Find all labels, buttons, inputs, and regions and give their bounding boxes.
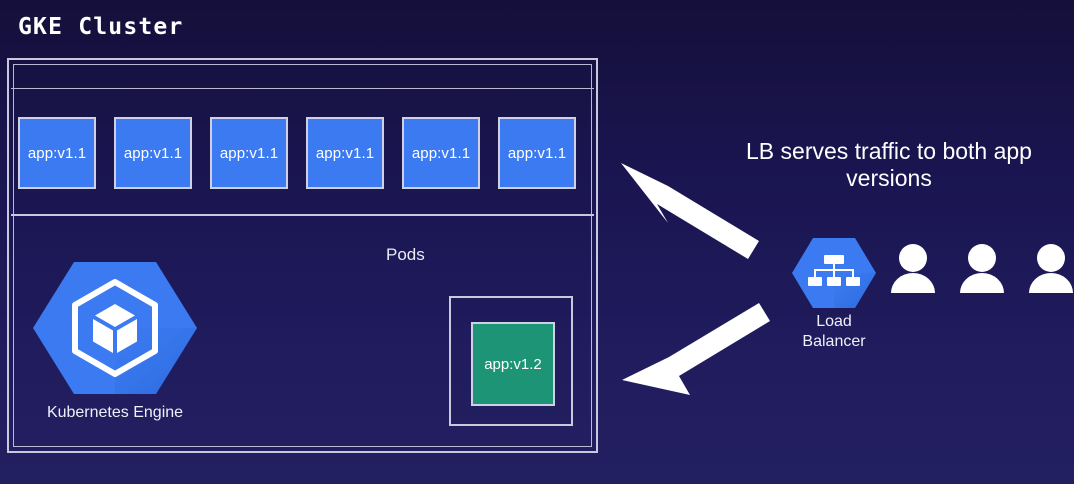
user-icon	[960, 244, 1004, 293]
pod-label: app:v1.1	[507, 144, 567, 162]
user-icon	[1029, 244, 1073, 293]
pods-band: app:v1.1 app:v1.1 app:v1.1 app:v1.1 app:…	[11, 88, 594, 216]
page-title: GKE Cluster	[18, 14, 184, 40]
lb-annotation: LB serves traffic to both app versions	[714, 138, 1064, 192]
load-balancer-label-line1: Load	[816, 313, 852, 330]
cluster-boundary	[7, 58, 598, 453]
pod-app-v1-1[interactable]: app:v1.1	[498, 117, 576, 189]
pods-row: app:v1.1 app:v1.1 app:v1.1 app:v1.1 app:…	[18, 117, 576, 189]
lb-annotation-line2: versions	[846, 165, 932, 192]
pod-app-v1-1[interactable]: app:v1.1	[210, 117, 288, 189]
pod-label: app:v1.1	[123, 144, 183, 162]
cluster-inner-boundary	[13, 64, 592, 447]
pod-label: app:v1.1	[27, 144, 87, 162]
pod-app-v1-1[interactable]: app:v1.1	[306, 117, 384, 189]
load-balancer-label-line2: Balancer	[802, 332, 866, 350]
arrow-to-v2-pod	[622, 303, 770, 395]
pod-app-v1-1[interactable]: app:v1.1	[114, 117, 192, 189]
kubernetes-engine-group: Kubernetes Engine	[20, 258, 210, 422]
pod-app-v1-2[interactable]: app:v1.2	[471, 322, 555, 406]
kubernetes-engine-label: Kubernetes Engine	[46, 404, 184, 421]
pod-app-v1-1[interactable]: app:v1.1	[18, 117, 96, 189]
pods-label: Pods	[386, 245, 425, 264]
load-balancer-hexagon-icon[interactable]	[792, 236, 876, 310]
pod-label: app:v1.1	[315, 144, 375, 162]
kubernetes-engine-hexagon-icon	[33, 262, 197, 394]
users-group	[889, 243, 1074, 293]
pod-app-v1-1[interactable]: app:v1.1	[402, 117, 480, 189]
load-balancer-group: Load Balancer	[784, 236, 884, 351]
pod-label: app:v1.2	[484, 355, 542, 373]
user-icon	[891, 244, 935, 293]
pod-label: app:v1.1	[411, 144, 471, 162]
lb-annotation-line1: LB serves traffic to both app	[746, 138, 1032, 164]
load-balancer-label: Load Balancer	[784, 312, 884, 351]
pod-label: app:v1.1	[219, 144, 279, 162]
new-version-pod-group: app:v1.2	[449, 296, 573, 426]
